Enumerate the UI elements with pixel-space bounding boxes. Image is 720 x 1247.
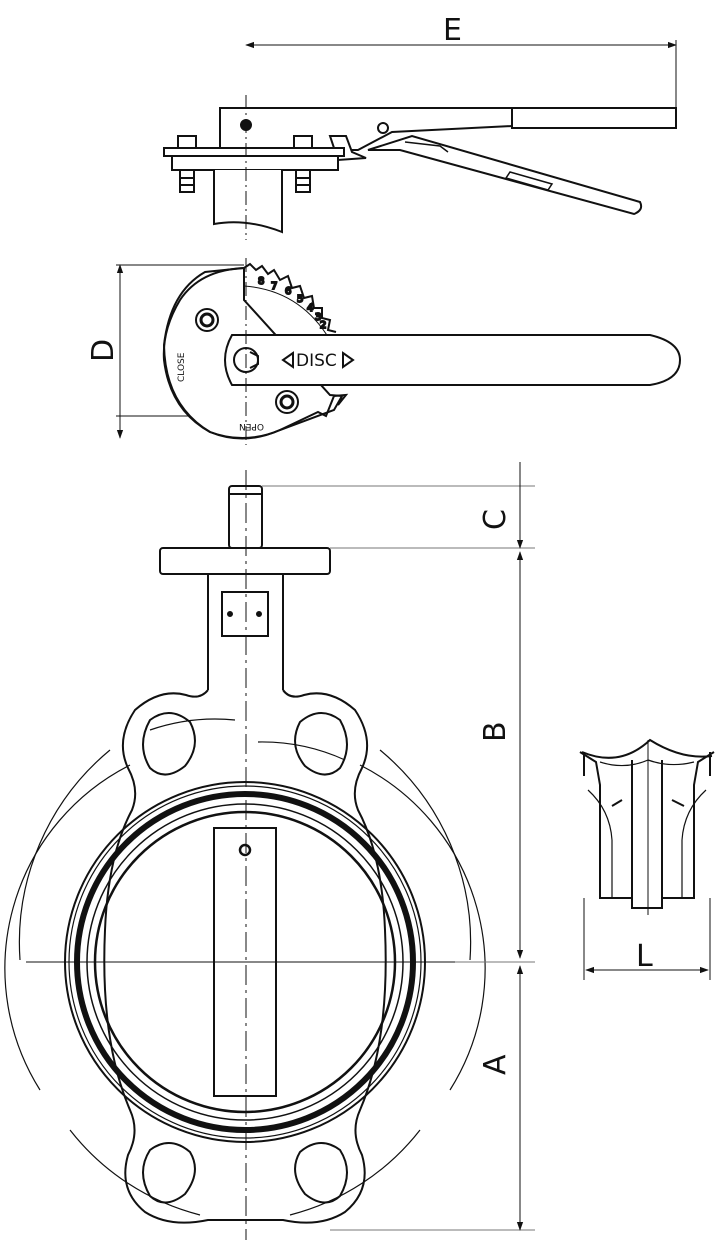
label-c: C (478, 509, 513, 530)
disc-label: DISC (296, 351, 337, 371)
locking-plate-view: 8 7 6 5 4 3 2 (116, 258, 682, 445)
scale-numbers: 8 7 6 5 4 3 2 (257, 275, 327, 332)
top-flange (159, 547, 331, 575)
valve-front-view (4, 470, 486, 1240)
label-l: L (636, 939, 653, 974)
lever-pivot-icon (377, 122, 389, 134)
arrow-left-icon (281, 351, 294, 369)
bolt-left-icon (177, 135, 197, 193)
handle-bar (219, 107, 677, 151)
svg-text:4: 4 (307, 303, 313, 314)
dimension-lines-right (262, 462, 535, 1231)
lug-hole-tl-icon (142, 712, 196, 776)
lug-hole-br-icon (294, 1142, 348, 1204)
close-mark: CLOSE (177, 352, 187, 382)
body-outline (103, 689, 387, 1224)
side-body (579, 751, 715, 909)
label-e: E (443, 13, 462, 48)
label-d: D (86, 339, 121, 362)
lever-arm (367, 134, 643, 216)
notch-teeth (243, 262, 337, 333)
open-mark: OPEN (239, 421, 264, 431)
plate-hole-upper-icon (195, 308, 219, 332)
neck-section (213, 170, 283, 234)
label-a: A (478, 1054, 513, 1075)
svg-text:8: 8 (258, 276, 264, 287)
disc-indicator: DISC (281, 351, 355, 371)
svg-text:3: 3 (315, 312, 321, 323)
plate-hole-lower-icon (275, 390, 299, 414)
lug-hole-bl-icon (142, 1142, 196, 1204)
top-plate (163, 147, 345, 157)
label-b: B (478, 721, 513, 742)
lug-hole-tr-icon (294, 712, 348, 776)
svg-text:2: 2 (320, 320, 326, 331)
svg-text:6: 6 (285, 286, 291, 297)
handle-side-view (163, 40, 677, 240)
side-view (579, 738, 715, 980)
neck-window (221, 591, 269, 637)
arrow-right-icon (342, 351, 355, 369)
svg-text:7: 7 (271, 281, 277, 292)
svg-text:5: 5 (297, 294, 303, 305)
bolt-right-icon (293, 135, 313, 193)
handle-top-view (224, 334, 682, 386)
